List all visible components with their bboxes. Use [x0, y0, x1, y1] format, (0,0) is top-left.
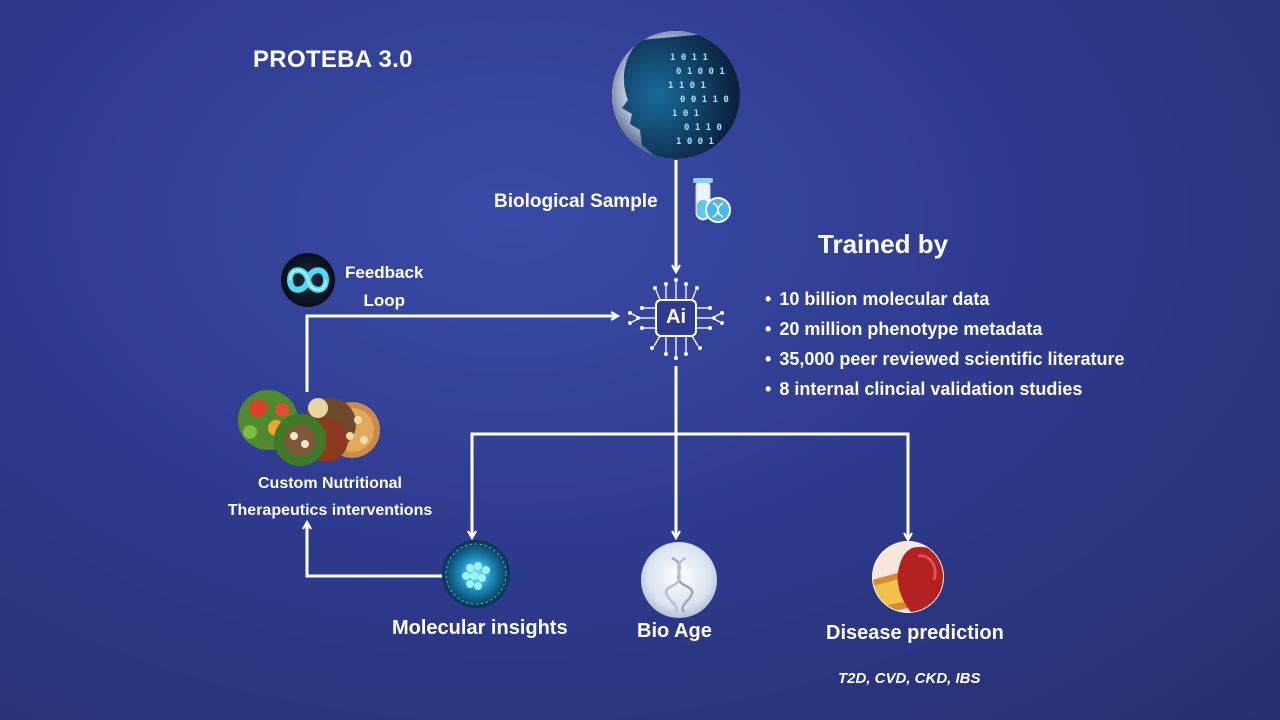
svg-text:0 1 1 0: 0 1 1 0: [684, 123, 722, 133]
ai-chip-label: Ai: [666, 306, 686, 328]
artery-heart-icon: [872, 541, 944, 613]
svg-text:1 0 0 1: 1 0 0 1: [676, 137, 714, 147]
bio-age-label: Bio Age: [637, 620, 712, 642]
feedback-line-2: Loop: [363, 291, 405, 310]
trained-item: 10 billion molecular data: [765, 284, 1125, 314]
feedback-loop-arrow: [305, 316, 618, 392]
trained-by-title: Trained by: [818, 229, 949, 259]
svg-text:0 0 1 1 0: 0 0 1 1 0: [680, 95, 729, 105]
disease-prediction-label: Disease prediction: [826, 622, 1004, 644]
trained-item: 20 million phenotype metadata: [765, 314, 1125, 344]
biological-sample-label: Biological Sample: [494, 191, 658, 212]
molecule-sphere-icon: [442, 540, 510, 608]
ai-head-image: 1 0 1 1 0 1 0 0 1 1 1 0 1 0 0 1 1 0 1 0 1 0…: [612, 31, 740, 159]
page-title: PROTEBA 3.0: [253, 46, 413, 73]
test-tube-dna-icon: [693, 178, 731, 223]
svg-text:0 1 0 0 1: 0 1 0 0 1: [676, 67, 725, 77]
molecular-to-nutrition-arrow: [307, 522, 444, 578]
svg-text:1 0 1: 1 0 1: [672, 109, 699, 119]
svg-text:1 1 0 1: 1 1 0 1: [668, 81, 706, 91]
molecular-insights-label: Molecular insights: [392, 617, 568, 639]
infinity-loop-icon: [281, 253, 335, 307]
ai-chip-icon: [628, 278, 724, 360]
svg-text:1 0 1 1: 1 0 1 1: [670, 53, 708, 63]
feedback-loop-label: Feedback Loop: [345, 259, 423, 315]
trained-item: 8 internal clincial validation studies: [765, 374, 1125, 404]
connectors: [305, 160, 908, 578]
ai-to-molecular-arrow: [472, 432, 676, 538]
trained-item: 35,000 peer reviewed scientific literatu…: [765, 344, 1124, 374]
ai-to-disease-arrow: [676, 432, 908, 540]
feedback-line-1: Feedback: [345, 263, 424, 282]
disease-list-label: T2D, CVD, CKD, IBS: [838, 670, 981, 687]
food-bowls-icon: [238, 390, 380, 466]
trained-by-list: 10 billion molecular data 20 million phe…: [765, 284, 1125, 404]
nutrition-label: Custom Nutritional Therapeutics interven…: [227, 475, 433, 519]
dna-helix-icon: [641, 542, 717, 618]
